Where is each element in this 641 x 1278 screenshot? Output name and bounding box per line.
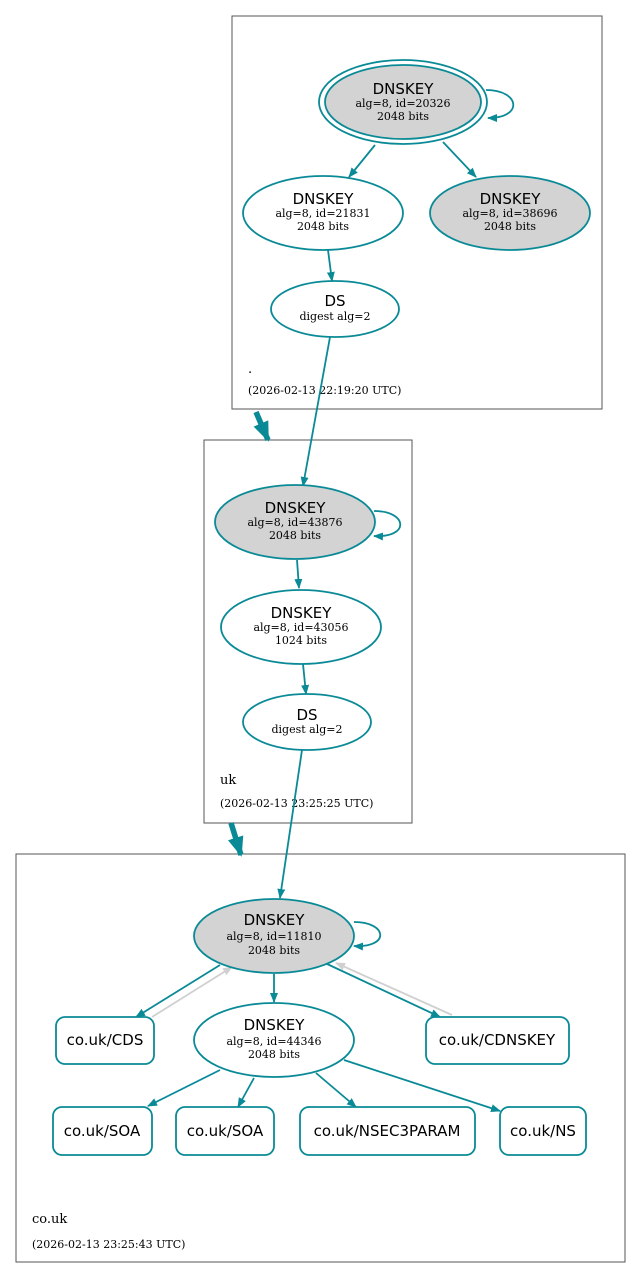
node-root-zsk-title: DNSKEY bbox=[293, 190, 355, 208]
node-couk-zsk-title: DNSKEY bbox=[244, 1016, 306, 1034]
node-couk-ksk-bits: 2048 bits bbox=[248, 944, 300, 957]
zone-label-uk: uk bbox=[220, 773, 236, 788]
node-root-ds[interactable]: DS digest alg=2 bbox=[270, 280, 400, 338]
node-uk-zsk-detail: alg=8, id=43056 bbox=[253, 621, 348, 634]
edge-couk-zsk-to-soa2 bbox=[237, 1077, 255, 1108]
node-couk-soa-1[interactable]: co.uk/SOA bbox=[52, 1106, 153, 1156]
zone-timestamp-uk: (2026-02-13 23:25:25 UTC) bbox=[220, 797, 373, 810]
node-root-ds-title: DS bbox=[324, 292, 345, 310]
zone-box-root bbox=[231, 15, 603, 410]
node-couk-zsk-bits: 2048 bits bbox=[248, 1048, 300, 1061]
node-root-key3[interactable]: DNSKEY alg=8, id=38696 2048 bits bbox=[429, 175, 591, 251]
delegation-arrow-uk-couk bbox=[227, 822, 244, 857]
node-uk-zsk[interactable]: DNSKEY alg=8, id=43056 1024 bits bbox=[220, 589, 382, 665]
self-sign-loop-uk-ksk bbox=[373, 510, 402, 541]
edge-root-ds-to-uk-ksk bbox=[300, 336, 331, 487]
edge-root-ksk-to-zsk bbox=[348, 144, 376, 178]
node-uk-ds-detail: digest alg=2 bbox=[271, 723, 342, 736]
node-couk-ns[interactable]: co.uk/NS bbox=[499, 1106, 587, 1156]
edge-cdnskey-to-couk-ksk bbox=[335, 962, 453, 1016]
node-couk-soa-1-label: co.uk/SOA bbox=[64, 1122, 141, 1140]
self-sign-loop-root-ksk bbox=[485, 89, 515, 122]
node-couk-soa-2[interactable]: co.uk/SOA bbox=[175, 1106, 275, 1156]
zone-label-couk: co.uk bbox=[32, 1212, 67, 1227]
node-couk-ksk-title: DNSKEY bbox=[244, 911, 306, 929]
node-root-ksk-detail: alg=8, id=20326 bbox=[355, 97, 450, 110]
node-uk-ds[interactable]: DS digest alg=2 bbox=[242, 693, 372, 751]
node-couk-soa-2-label: co.uk/SOA bbox=[187, 1122, 264, 1140]
edge-couk-zsk-to-soa1 bbox=[147, 1069, 221, 1107]
node-root-ksk-title: DNSKEY bbox=[373, 80, 435, 98]
node-root-key3-title: DNSKEY bbox=[480, 190, 542, 208]
node-root-zsk-detail: alg=8, id=21831 bbox=[275, 207, 370, 220]
zone-timestamp-couk: (2026-02-13 23:25:43 UTC) bbox=[32, 1238, 185, 1251]
node-couk-zsk[interactable]: DNSKEY alg=8, id=44346 2048 bits bbox=[193, 1002, 355, 1078]
node-couk-cdnskey-label: co.uk/CDNSKEY bbox=[439, 1031, 556, 1049]
node-couk-nsec3param[interactable]: co.uk/NSEC3PARAM bbox=[299, 1106, 476, 1156]
delegation-arrow-root-uk bbox=[253, 410, 271, 442]
node-root-key3-bits: 2048 bits bbox=[484, 220, 536, 233]
edge-root-zsk-to-ds bbox=[326, 249, 335, 282]
node-root-ds-detail: digest alg=2 bbox=[299, 310, 370, 323]
node-uk-zsk-title: DNSKEY bbox=[271, 604, 333, 622]
edge-root-ksk-to-key3 bbox=[442, 141, 477, 178]
node-root-zsk[interactable]: DNSKEY alg=8, id=21831 2048 bits bbox=[242, 175, 404, 251]
edge-cds-to-couk-ksk bbox=[151, 966, 233, 1018]
edge-couk-ksk-to-cds bbox=[135, 964, 221, 1018]
node-uk-ds-title: DS bbox=[296, 706, 317, 724]
node-root-key3-detail: alg=8, id=38696 bbox=[462, 207, 557, 220]
node-couk-ksk-detail: alg=8, id=11810 bbox=[226, 930, 321, 943]
node-uk-ksk-title: DNSKEY bbox=[265, 499, 327, 517]
node-uk-ksk[interactable]: DNSKEY alg=8, id=43876 2048 bits bbox=[214, 484, 376, 560]
node-couk-cds-label: co.uk/CDS bbox=[67, 1031, 144, 1049]
self-sign-loop-couk-ksk bbox=[353, 921, 382, 951]
node-uk-ksk-detail: alg=8, id=43876 bbox=[247, 516, 342, 529]
node-uk-zsk-bits: 1024 bits bbox=[275, 634, 327, 647]
edge-couk-zsk-to-ns bbox=[343, 1059, 501, 1113]
edge-couk-zsk-to-nsec3param bbox=[315, 1072, 357, 1108]
node-root-ksk[interactable]: DNSKEY alg=8, id=20326 2048 bits bbox=[318, 59, 488, 145]
node-couk-ksk[interactable]: DNSKEY alg=8, id=11810 2048 bits bbox=[193, 898, 355, 974]
zone-label-root: . bbox=[248, 362, 252, 377]
node-couk-zsk-detail: alg=8, id=44346 bbox=[226, 1035, 321, 1048]
node-couk-nsec3param-label: co.uk/NSEC3PARAM bbox=[314, 1122, 461, 1140]
node-root-zsk-bits: 2048 bits bbox=[297, 220, 349, 233]
edge-uk-ksk-to-zsk bbox=[294, 559, 303, 589]
edge-couk-ksk-to-cdnskey bbox=[324, 962, 441, 1018]
node-couk-ns-label: co.uk/NS bbox=[510, 1122, 576, 1140]
zone-box-uk bbox=[203, 439, 413, 824]
zone-timestamp-root: (2026-02-13 22:19:20 UTC) bbox=[248, 384, 401, 397]
node-couk-cds[interactable]: co.uk/CDS bbox=[55, 1016, 155, 1065]
edge-uk-zsk-to-ds bbox=[301, 663, 310, 695]
node-uk-ksk-bits: 2048 bits bbox=[269, 529, 321, 542]
node-root-ksk-bits: 2048 bits bbox=[377, 110, 429, 123]
node-couk-cdnskey[interactable]: co.uk/CDNSKEY bbox=[425, 1016, 570, 1065]
edge-uk-ds-to-couk-ksk bbox=[277, 749, 303, 899]
zone-box-couk bbox=[15, 853, 626, 1263]
